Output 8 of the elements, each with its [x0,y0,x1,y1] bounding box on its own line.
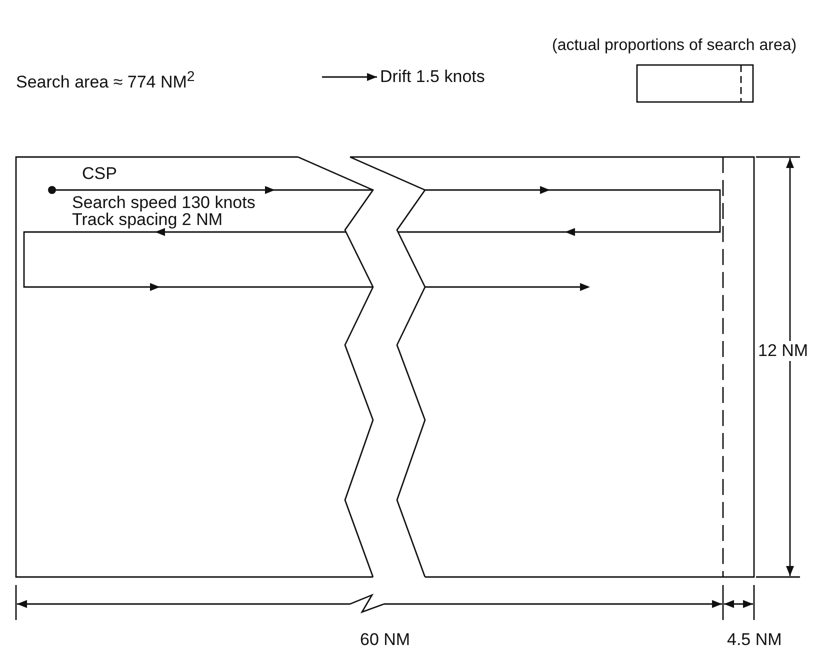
dimension-label: 4.5 NM [727,630,782,650]
spacing-label: Track spacing 2 NM [72,210,223,230]
dimension-label: 60 NM [360,630,410,650]
drift-label: Drift 1.5 knots [380,67,485,87]
speed-label: Search speed 130 knots [72,193,256,212]
area-label: Search area ≈ 774 NM$^{2}$ [16,68,195,93]
inset-caption: (actual proportions of search area) [552,36,797,56]
start-point-label: CSP [82,164,117,184]
